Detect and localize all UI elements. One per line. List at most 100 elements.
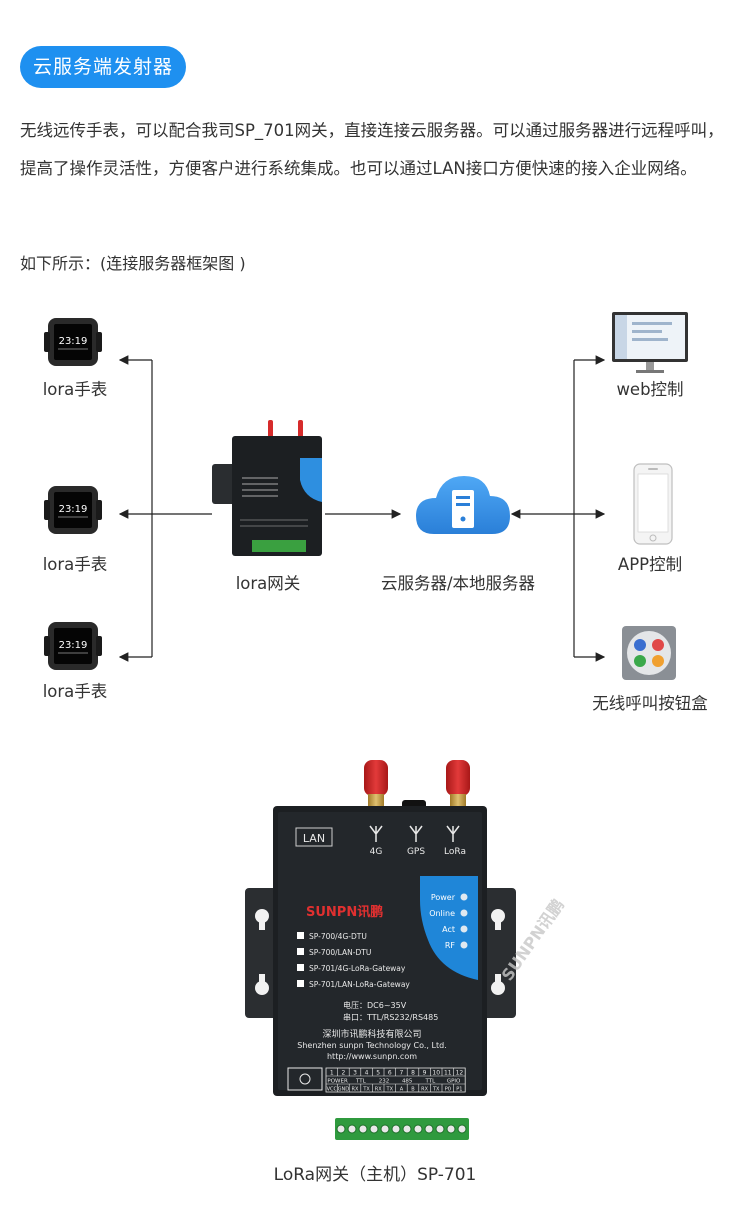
terminal-screw xyxy=(446,1124,456,1134)
watch-label-1: lora手表 xyxy=(42,380,108,399)
pin-number: 11 xyxy=(444,1070,452,1077)
led-rf-label: RF xyxy=(445,941,456,950)
model-3: SP-701/4G-LoRa-Gateway xyxy=(309,964,406,973)
watch-time: 23:19 xyxy=(59,640,88,651)
terminal-screw xyxy=(347,1124,357,1134)
pin-group: POWER xyxy=(327,1079,348,1085)
led-online xyxy=(460,909,468,917)
terminal-screw xyxy=(402,1124,412,1134)
led-power-label: Power xyxy=(431,893,456,902)
led-power xyxy=(460,893,468,901)
pin-group: 485 xyxy=(402,1079,413,1085)
led-online-label: Online xyxy=(429,909,455,918)
button-box-icon xyxy=(622,626,676,680)
terminal-screw xyxy=(369,1124,379,1134)
pin-number: 7 xyxy=(399,1070,403,1077)
pin-number: 6 xyxy=(388,1070,392,1077)
pin-number: 9 xyxy=(423,1070,427,1077)
pin-name: TX xyxy=(362,1087,370,1093)
watch-label-3: lora手表 xyxy=(42,682,108,701)
pin-number: 2 xyxy=(341,1070,345,1077)
pin-number: 8 xyxy=(411,1070,415,1077)
pin-number: 12 xyxy=(456,1070,464,1077)
left-connector-lines xyxy=(118,355,606,662)
pin-name: VCC xyxy=(327,1087,338,1093)
company-en: Shenzhen sunpn Technology Co., Ltd. xyxy=(297,1041,446,1050)
watch-time: 23:19 xyxy=(59,504,88,515)
terminal-screw xyxy=(424,1124,434,1134)
lora-watch-1: 23:19 xyxy=(44,318,102,366)
pin-group: GPIO xyxy=(447,1079,461,1085)
pin-name: P1 xyxy=(456,1087,462,1093)
pin-number: 10 xyxy=(432,1070,440,1077)
lan-port-label-box xyxy=(295,827,333,847)
product-caption: LoRa网关（主机）SP-701 xyxy=(273,1165,477,1185)
intro-paragraph: 无线远传手表，可以配合我司SP_701网关，直接连接云服务器。可以通过服务器进行… xyxy=(20,121,724,178)
connection-diagram: 23:19 23:19 23:19 xyxy=(44,312,688,680)
terminal-screw xyxy=(413,1124,423,1134)
gateway-product-image: LAN 4G GPS LoRa Power Online Act RF SUNP… xyxy=(245,760,568,1140)
terminal-screw xyxy=(435,1124,445,1134)
model-checkboxes xyxy=(297,932,304,987)
pin-number: 4 xyxy=(365,1070,369,1077)
spec-voltage: 电压：DC6~35V xyxy=(343,1000,407,1010)
pin-group: TTL xyxy=(355,1079,367,1085)
server-label: 云服务器/本地服务器 xyxy=(380,574,536,593)
pin-name: B xyxy=(411,1087,415,1093)
pin-name: RX xyxy=(375,1087,382,1093)
watch-label-2: lora手表 xyxy=(42,555,108,574)
watch-time: 23:19 xyxy=(59,336,88,347)
led-act-label: Act xyxy=(442,925,455,934)
terminal-screw xyxy=(358,1124,368,1134)
gateway-label: lora网关 xyxy=(235,574,301,593)
pin-number: 3 xyxy=(353,1070,357,1077)
app-control-label: APP控制 xyxy=(617,555,683,574)
antenna-right xyxy=(446,760,470,810)
phone-icon xyxy=(633,463,673,545)
spec-serial: 串口：TTL/RS232/RS485 xyxy=(343,1013,438,1022)
power-symbol-icon xyxy=(299,1073,311,1085)
mounting-ear-right xyxy=(480,888,516,1018)
pin-name: GND xyxy=(338,1087,350,1093)
lora-watch-3: 23:19 xyxy=(44,622,102,670)
monitor-icon xyxy=(612,312,688,373)
cloud-server-icon xyxy=(416,476,510,534)
button-box-label: 无线呼叫按钮盒 xyxy=(592,694,708,713)
pin-name: A xyxy=(400,1087,404,1093)
pin-name: RX xyxy=(421,1087,428,1093)
mounting-ear-left xyxy=(245,888,281,1018)
brand-logo: SUNPN讯鹏 xyxy=(306,904,383,920)
antenna-symbols xyxy=(369,825,460,842)
company-cn: 深圳市讯鹏科技有限公司 xyxy=(322,1028,421,1040)
pin-name: TX xyxy=(386,1087,394,1093)
pin-number: 5 xyxy=(376,1070,380,1077)
terminal-screw xyxy=(380,1124,390,1134)
lora-watch-2: 23:19 xyxy=(44,486,102,534)
antenna-left xyxy=(364,760,388,810)
model-1: SP-700/4G-DTU xyxy=(309,932,367,941)
model-4: SP-701/LAN-LoRa-Gateway xyxy=(309,980,410,989)
terminal-block xyxy=(335,1118,469,1140)
antenna-label-gps: GPS xyxy=(407,847,425,857)
terminal-screw xyxy=(336,1124,346,1134)
terminal-screws xyxy=(336,1124,467,1134)
antenna-label-4g: 4G xyxy=(370,847,383,857)
terminal-screw xyxy=(391,1124,401,1134)
model-2: SP-700/LAN-DTU xyxy=(309,948,371,957)
pin-name: TX xyxy=(432,1087,440,1093)
section-title-pill: 云服务端发射器 xyxy=(20,46,186,88)
led-rf xyxy=(460,941,468,949)
power-symbol-box xyxy=(287,1067,323,1091)
pin-name: RX xyxy=(352,1087,359,1093)
company-url: http://www.sunpn.com xyxy=(327,1052,417,1061)
terminal-screw xyxy=(457,1124,467,1134)
led-panel xyxy=(420,876,478,980)
pin-number: 1 xyxy=(330,1070,334,1077)
diagram-note: 如下所示：(连接服务器框架图 ) xyxy=(20,254,246,273)
pin-group: 232 xyxy=(379,1079,390,1085)
pin-name: P0 xyxy=(445,1087,451,1093)
small-gateway-image xyxy=(212,420,322,556)
lan-label: LAN xyxy=(303,832,325,845)
antenna-label-lora: LoRa xyxy=(444,847,466,857)
